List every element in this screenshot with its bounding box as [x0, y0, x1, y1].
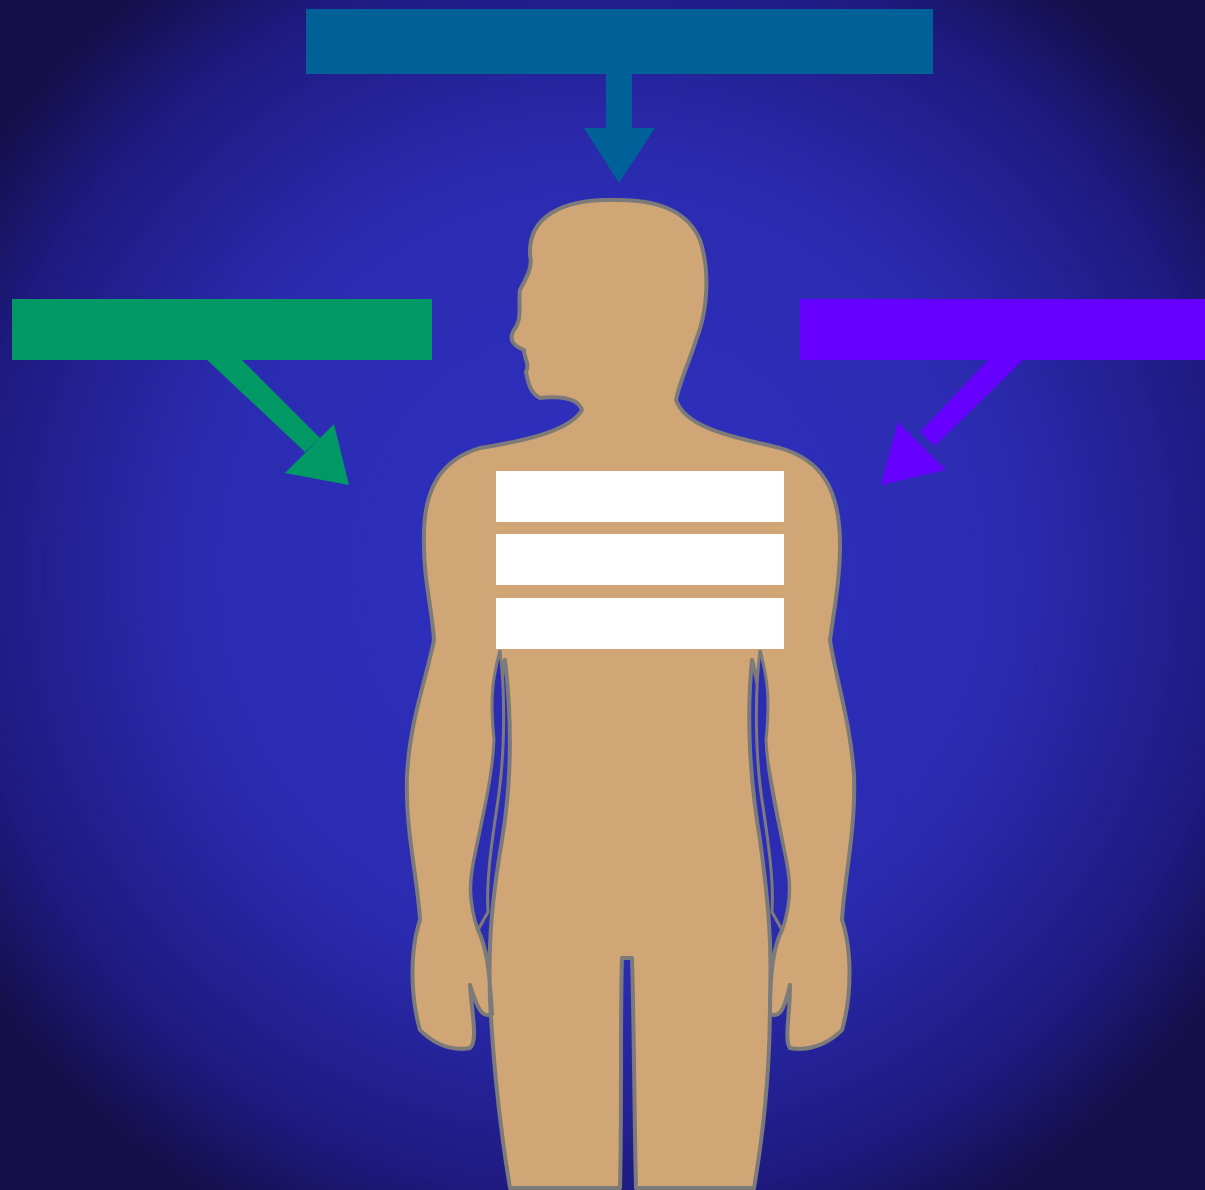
chest-bar-1 [496, 471, 784, 522]
left-label-box [12, 299, 432, 360]
top-label-box [306, 9, 933, 74]
chest-bar-3 [496, 598, 784, 649]
chest-bar-2 [496, 534, 784, 585]
right-label-box [800, 299, 1205, 360]
